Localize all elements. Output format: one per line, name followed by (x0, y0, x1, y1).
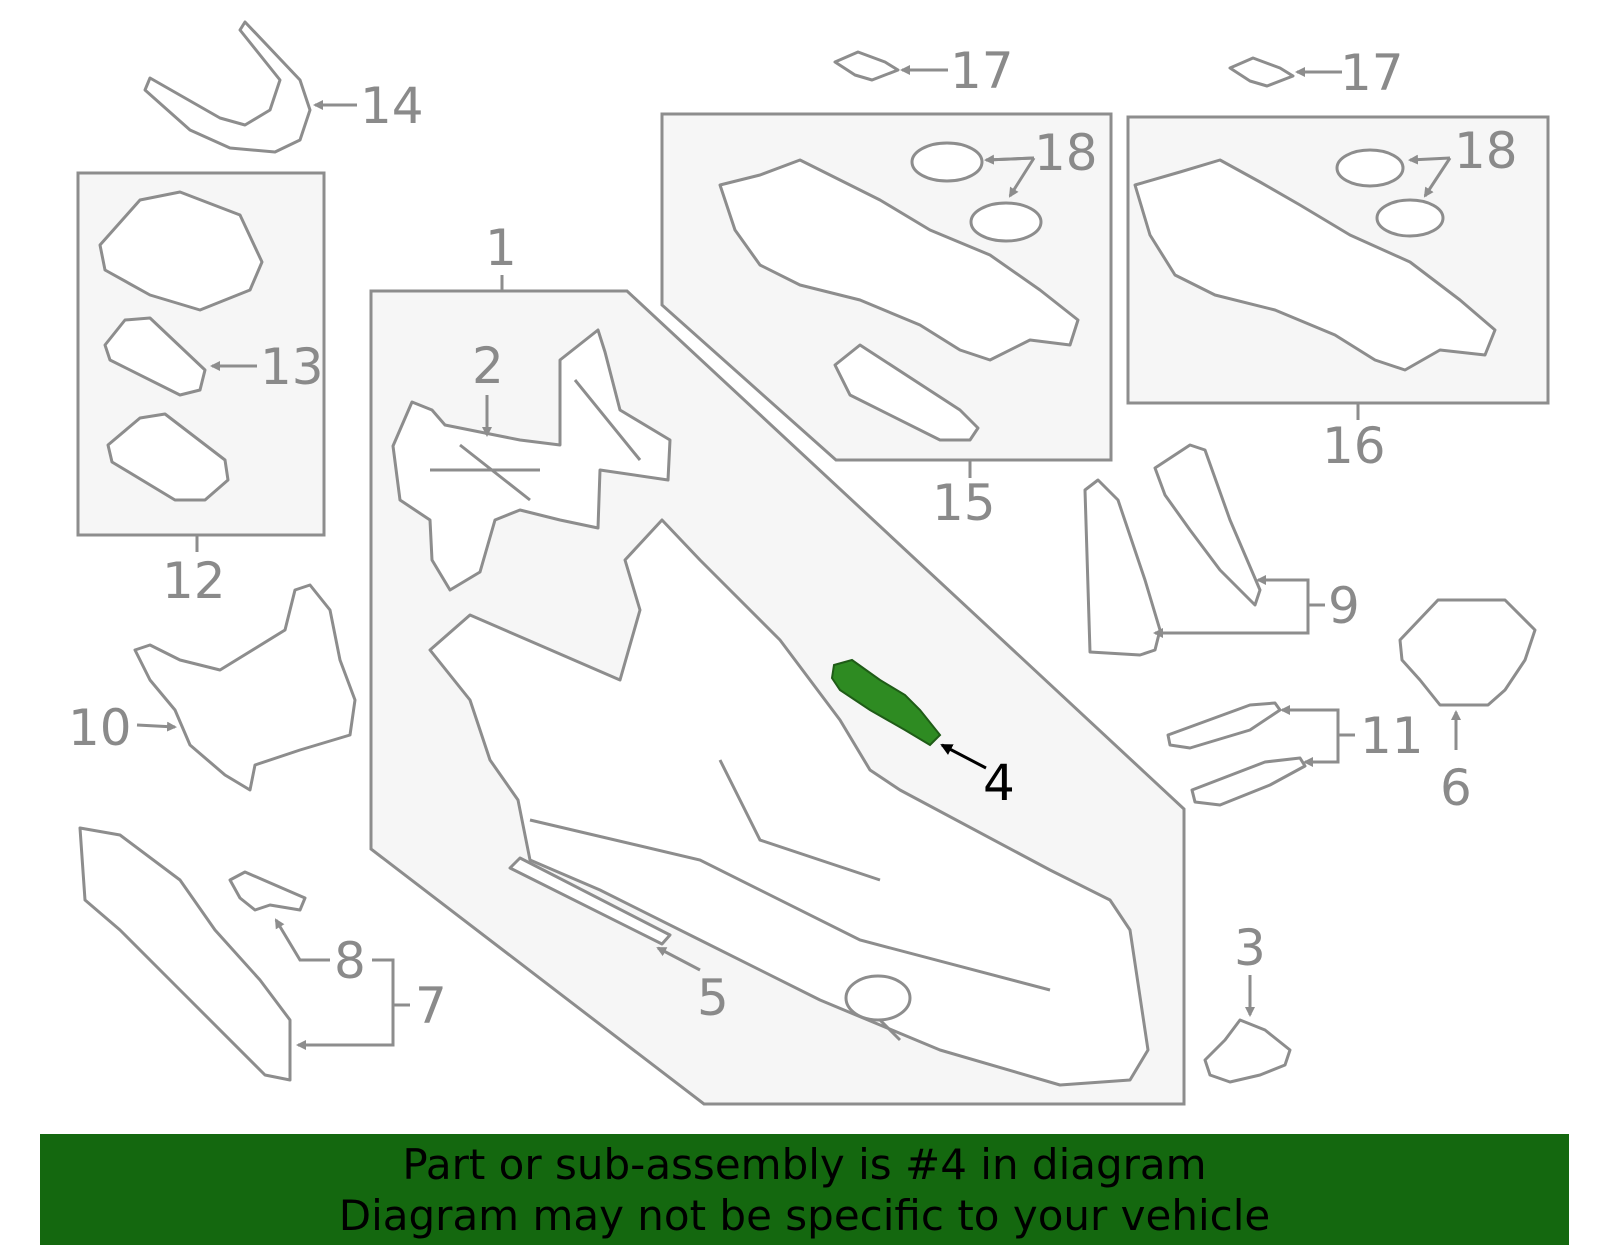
callout-7: 7 (415, 977, 447, 1035)
bracket-2-part (391, 328, 672, 592)
trim-9a-part (1083, 478, 1162, 657)
shift-plate-13c (106, 412, 230, 502)
banner-line-2: Diagram may not be specific to your vehi… (338, 1190, 1271, 1240)
console-body-part (428, 518, 1150, 1087)
cup-6-part (1398, 598, 1537, 707)
clip-17b (1228, 56, 1295, 88)
panel-7-part (78, 826, 292, 1082)
trim-11a-part (1166, 701, 1282, 750)
callout-5: 5 (697, 969, 729, 1027)
assembly-1-group (369, 275, 1186, 1106)
rail-5-part (508, 856, 672, 946)
trim-14-part (143, 20, 312, 154)
mat-18d (1375, 198, 1445, 238)
callout-18a: 18 (1034, 124, 1098, 182)
callout-4: 4 (983, 754, 1015, 812)
part-4-highlighted (830, 658, 942, 747)
callout-10: 10 (68, 699, 132, 757)
callout-13: 13 (260, 338, 324, 396)
callout-9: 9 (1328, 577, 1360, 635)
callout-6: 6 (1440, 759, 1472, 817)
clip-8-part (228, 870, 307, 912)
callout-12: 12 (162, 552, 226, 610)
console-top-15 (718, 158, 1080, 362)
callout-18b: 18 (1454, 122, 1518, 180)
info-banner: Part or sub-assembly is #4 in diagram Di… (40, 1134, 1569, 1245)
bracket-10-part (133, 583, 357, 792)
console-cup-part (844, 974, 912, 1022)
bracket-3-part (1203, 1018, 1292, 1084)
clip-17a (833, 50, 900, 82)
mat-18a (910, 141, 984, 183)
callout-16: 16 (1322, 417, 1386, 475)
callout-8: 8 (334, 932, 366, 990)
console-top-16 (1133, 158, 1497, 372)
shift-boot-13b (103, 316, 207, 397)
callout-1: 1 (485, 219, 517, 277)
callout-2: 2 (472, 337, 504, 395)
callout-14: 14 (360, 77, 424, 135)
tray-15 (833, 343, 980, 442)
banner-line-1: Part or sub-assembly is #4 in diagram (402, 1139, 1207, 1189)
group-16 (1126, 115, 1550, 420)
trim-11b-part (1190, 756, 1307, 807)
callout-11: 11 (1360, 707, 1424, 765)
callout-3: 3 (1234, 919, 1266, 977)
mat-18c (1335, 148, 1405, 188)
callout-17a: 17 (950, 42, 1014, 100)
callout-15: 15 (932, 474, 996, 532)
shift-bezel-13a (98, 190, 264, 312)
group-15 (660, 112, 1113, 478)
group-12 (76, 171, 326, 552)
trim-9b-part (1153, 443, 1262, 607)
mat-18b (969, 201, 1043, 243)
callout-17b: 17 (1340, 44, 1404, 102)
